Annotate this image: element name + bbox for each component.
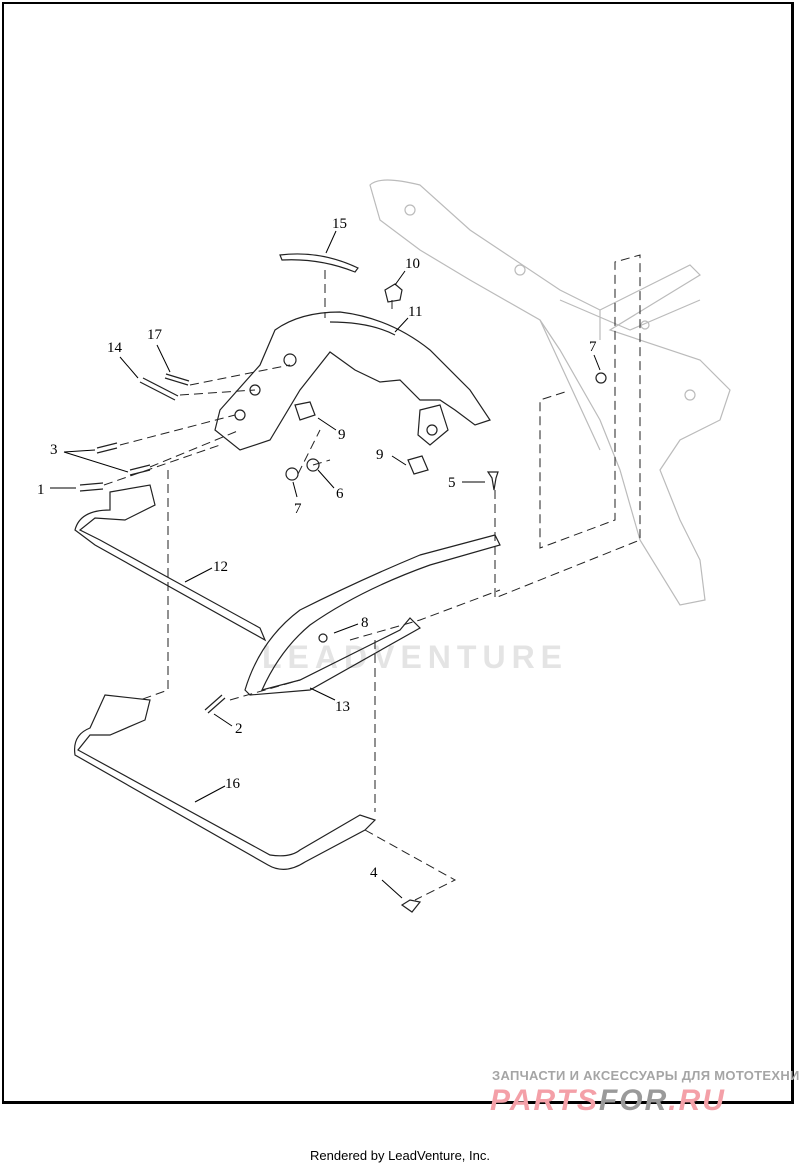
callout-15: 15 <box>332 216 347 232</box>
footer-credit: Rendered by LeadVenture, Inc. <box>310 1148 490 1163</box>
part-7-nut-2 <box>285 467 299 481</box>
leader-lines <box>50 230 601 899</box>
callout-9-b: 9 <box>376 447 384 463</box>
part-9-nut <box>294 401 316 421</box>
callout-1: 1 <box>37 482 45 498</box>
callout-3: 3 <box>50 442 58 458</box>
part-15-trim-strip <box>279 253 359 273</box>
callout-2: 2 <box>235 721 243 737</box>
part-2-pin <box>204 694 226 714</box>
callout-16: 16 <box>225 776 241 792</box>
callout-4: 4 <box>370 865 378 881</box>
part-8-spacer <box>318 633 328 643</box>
callout-8: 8 <box>361 615 369 631</box>
part-17-bolt <box>164 373 190 386</box>
callout-12: 12 <box>213 559 228 575</box>
callout-5: 5 <box>448 475 456 491</box>
part-1-bolt <box>79 482 104 492</box>
callout-7: 7 <box>589 339 597 355</box>
part-7-nut <box>595 372 607 384</box>
part-6-nut <box>306 458 320 472</box>
shop-name-part-a: PARTS <box>490 1084 599 1117</box>
assembly-lines <box>103 254 641 901</box>
diagram-frame <box>2 2 794 1104</box>
leadventure-watermark: LEADVENTURE <box>262 639 569 675</box>
part-5-screw <box>486 471 499 491</box>
shop-tagline-watermark: ЗАПЧАСТИ И АКСЕССУАРЫ ДЛЯ МОТОТЕХНИКИ <box>492 1068 800 1083</box>
callout-13: 13 <box>335 699 350 715</box>
shop-name-part-b: FOR <box>598 1084 669 1117</box>
part-4-screw <box>400 899 422 913</box>
callout-9: 9 <box>338 427 346 443</box>
part-13-rail <box>244 534 501 696</box>
callout-17: 17 <box>147 327 163 343</box>
callout-10: 10 <box>405 256 420 272</box>
part-11-bracket <box>214 311 491 451</box>
callout-11: 11 <box>408 304 422 320</box>
part-3-bolt-2 <box>129 464 151 476</box>
shop-logo-watermark: PARTSFOR.RU <box>490 1086 726 1116</box>
callout-14: 14 <box>107 340 123 356</box>
part-12-rail <box>74 484 267 642</box>
part-10-clip <box>384 283 403 303</box>
motorcycle-frame <box>369 179 731 606</box>
callout-7-b: 7 <box>294 501 302 517</box>
part-14-bolt <box>139 377 179 401</box>
part-3-bolt <box>96 442 118 454</box>
callout-6: 6 <box>336 486 344 502</box>
part-16-rail <box>73 694 377 870</box>
part-9-nut-2 <box>407 455 429 475</box>
shop-name-part-c: .RU <box>668 1084 726 1117</box>
